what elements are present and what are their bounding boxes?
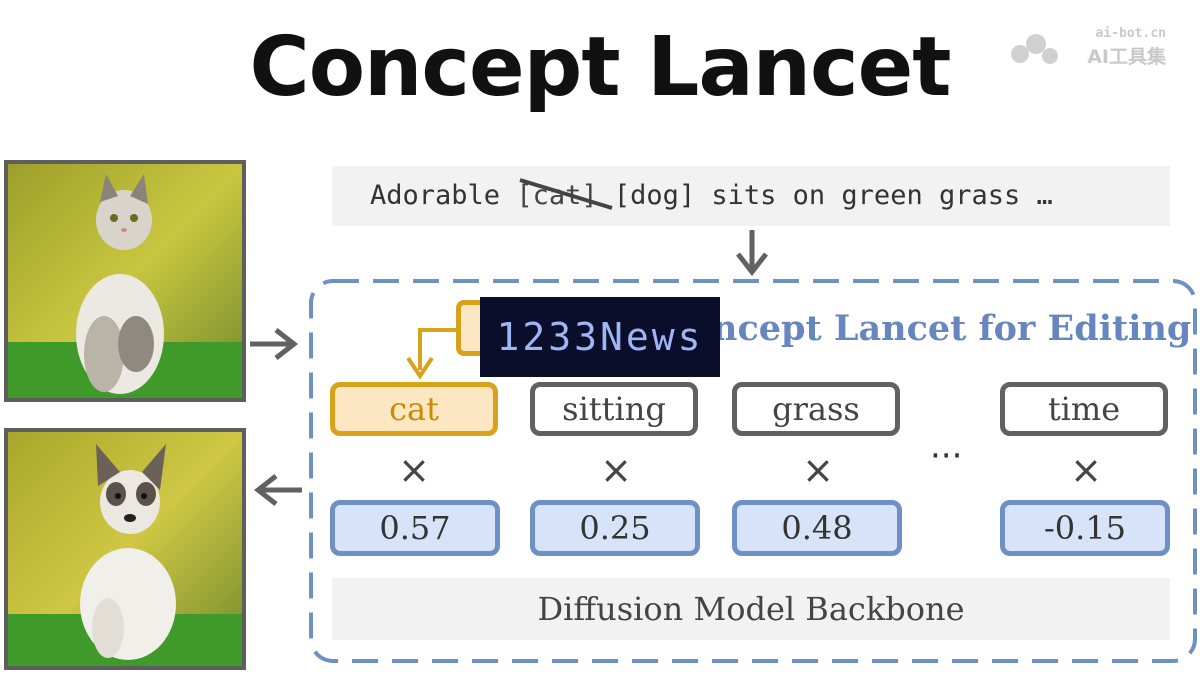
strike-through-mark	[519, 178, 613, 210]
weight-grass: 0.48	[732, 500, 902, 556]
text-prompt: Adorable [cat] [dog] sits on green grass…	[332, 166, 1170, 226]
diffusion-backbone: Diffusion Model Backbone	[332, 578, 1170, 640]
watermark-url: ai-bot.cn	[1095, 26, 1166, 41]
source-image-cat	[4, 160, 246, 402]
panel-title: ncept Lancet for Editing	[712, 308, 1192, 349]
prompt-text-after: [dog] sits on green grass …	[597, 180, 1053, 211]
lancet-panel-frame	[309, 279, 1197, 663]
watermark-logo-icon	[1011, 34, 1058, 64]
prompt-text-before: Adorable	[370, 180, 517, 211]
token-sitting: sitting	[530, 382, 698, 436]
arrow-left-icon	[253, 474, 302, 506]
news-watermark-badge: 1233News	[480, 297, 720, 377]
arrow-down-icon	[736, 230, 768, 276]
weight-sitting: 0.25	[530, 500, 700, 556]
arrow-into-token-icon	[406, 328, 460, 380]
token-cat: cat	[330, 382, 498, 436]
edited-image-dog	[4, 428, 246, 670]
page-title: Concept Lancet	[249, 20, 952, 115]
weight-cat: 0.57	[330, 500, 500, 556]
watermark-name: AI工具集	[1087, 46, 1166, 68]
ellipsis: ···	[930, 436, 963, 476]
arrow-right-icon	[250, 328, 299, 360]
watermark: ai-bot.cn AI工具集	[1006, 26, 1166, 68]
multiply-symbol: ×	[1070, 448, 1102, 492]
multiply-symbol: ×	[398, 448, 430, 492]
weight-time: -0.15	[1000, 500, 1170, 556]
multiply-symbol: ×	[802, 448, 834, 492]
prompt-struck-token: [cat]	[516, 178, 613, 211]
token-time: time	[1000, 382, 1168, 436]
token-grass: grass	[732, 382, 900, 436]
multiply-symbol: ×	[600, 448, 632, 492]
